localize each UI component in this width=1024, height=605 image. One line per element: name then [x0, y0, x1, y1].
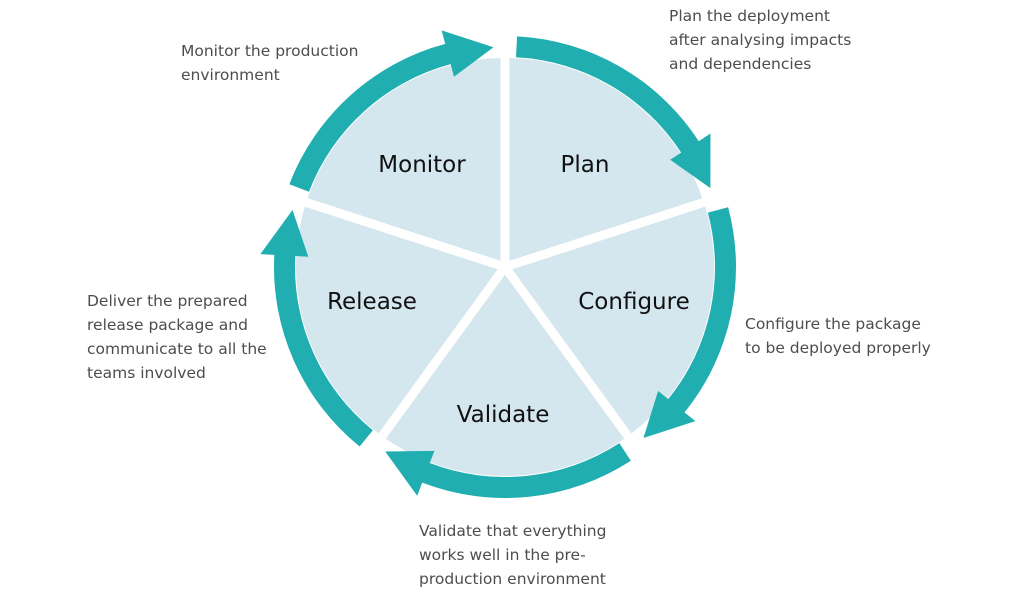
cycle-arrow-validate — [385, 443, 631, 498]
separator-line — [501, 264, 656, 472]
cycle-arrow-monitor — [289, 30, 494, 192]
stage-label-monitor: Monitor — [378, 152, 466, 178]
release-description: Deliver the prepared release package and… — [87, 289, 267, 385]
separator-line — [503, 185, 745, 272]
release-description-line: Deliver the prepared — [87, 292, 248, 310]
validate-description-line: works well in the pre- — [419, 546, 586, 564]
sector-release — [296, 202, 505, 437]
cycle-arrow-group — [260, 30, 737, 498]
validate-description: Validate that everything works well in t… — [419, 519, 606, 591]
plan-description-line: after analysing impacts — [669, 31, 852, 49]
monitor-description-line: Monitor the production — [181, 42, 359, 60]
separator-group — [265, 17, 745, 472]
plan-description-line: Plan the deployment — [669, 7, 830, 25]
cycle-arrow-release — [260, 210, 373, 447]
sector-configure — [505, 202, 714, 437]
center-hub — [500, 262, 510, 272]
configure-description-line: Configure the package — [745, 315, 921, 333]
separator-line — [265, 185, 507, 272]
release-description-line: release package and — [87, 316, 248, 334]
stage-label-plan: Plan — [561, 152, 610, 178]
configure-description-line: to be deployed properly — [745, 339, 931, 357]
stage-label-configure: Configure — [578, 289, 689, 315]
release-description-line: teams involved — [87, 364, 206, 382]
validate-description-line: Validate that everything — [419, 522, 607, 540]
validate-description-line: production environment — [419, 570, 606, 588]
sector-validate — [382, 267, 628, 476]
stage-label-validate: Validate — [457, 402, 550, 428]
monitor-description-line: environment — [181, 66, 280, 84]
stage-label-group: Plan Configure Validate Release Monitor — [327, 152, 690, 428]
cycle-arrow-configure — [643, 207, 737, 438]
plan-description-line: and dependencies — [669, 55, 812, 73]
configure-description: Configure the package to be deployed pro… — [745, 312, 931, 360]
cycle-arrow-plan — [515, 36, 711, 189]
stage-label-release: Release — [327, 289, 417, 315]
monitor-description: Monitor the production environment — [181, 39, 358, 87]
plan-description: Plan the deployment after analysing impa… — [669, 4, 851, 76]
release-description-line: communicate to all the — [87, 340, 267, 358]
separator-line — [354, 264, 509, 472]
